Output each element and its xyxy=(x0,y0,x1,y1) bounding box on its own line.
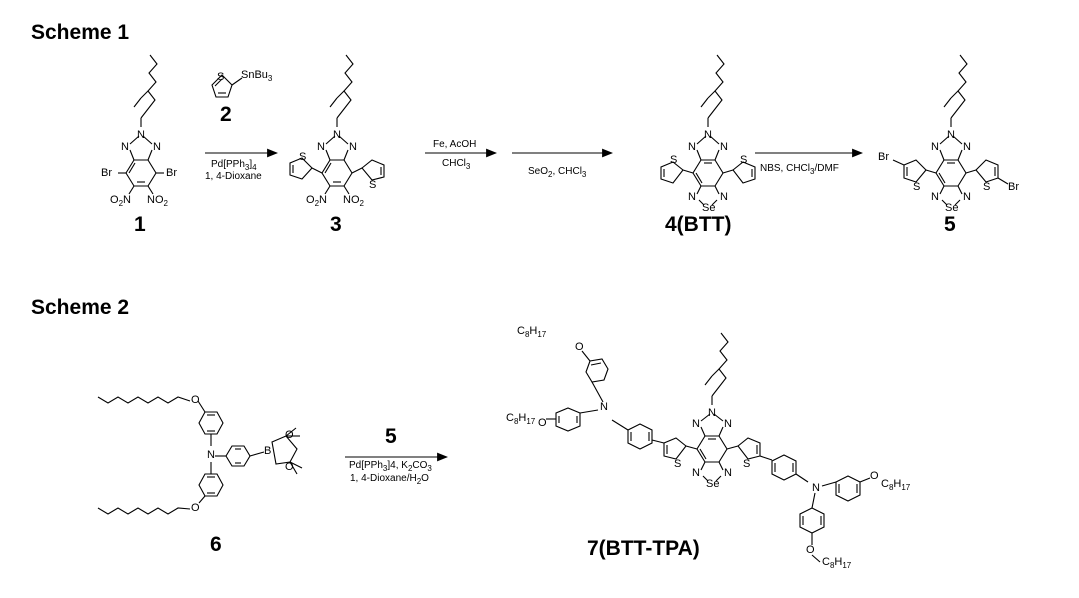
atom-O: O xyxy=(285,429,294,441)
atom-N: N xyxy=(704,129,712,141)
atom-O: O xyxy=(806,544,815,556)
compound-label-5: 5 xyxy=(944,213,956,236)
atom-O2N: O2N xyxy=(306,194,327,209)
compound-6-structure xyxy=(97,396,303,515)
atom-S: S xyxy=(674,458,682,470)
atom-Br: Br xyxy=(166,167,177,179)
atom-Br: Br xyxy=(878,151,889,163)
atom-O: O xyxy=(285,461,294,473)
atom-N: N xyxy=(333,129,341,141)
atom-N: N xyxy=(720,191,728,203)
atom-N: N xyxy=(720,141,728,153)
atom-N: N xyxy=(688,141,696,153)
compound-4-structure xyxy=(660,54,756,206)
atom-N: N xyxy=(207,449,215,461)
atom-N: N xyxy=(137,129,145,141)
atom-O2N: O2N xyxy=(110,194,131,209)
step3-reagents: SeO2, CHCl3 xyxy=(528,166,587,179)
step2-reagents: Fe, AcOH xyxy=(433,139,477,150)
step1-catalyst: Pd[PPh3]4 xyxy=(211,159,257,172)
compound-label-1: 1 xyxy=(134,213,146,236)
scheme-1-title: Scheme 1 xyxy=(31,21,130,44)
compound-7-structure xyxy=(546,332,871,563)
atom-N: N xyxy=(724,467,732,479)
atom-B: B xyxy=(264,445,272,457)
atom-S: S xyxy=(743,458,751,470)
atom-S: S xyxy=(369,179,377,191)
atom-O: O xyxy=(191,502,200,514)
atom-N: N xyxy=(947,129,955,141)
compound-5-structure xyxy=(892,54,1009,206)
atom-Br: Br xyxy=(1008,181,1019,193)
atom-O: O xyxy=(191,394,200,406)
step1-solvent: 1, 4-Dioxane xyxy=(205,171,262,182)
atom-NO2: NO2 xyxy=(343,194,364,209)
atom-N: N xyxy=(317,141,325,153)
atom-Se: Se xyxy=(702,202,716,214)
scheme2-catalyst-base: Pd[PPh3]4, K2CO3 xyxy=(349,460,432,473)
atom-N: N xyxy=(692,467,700,479)
step4-reagents: NBS, CHCl3/DMF xyxy=(760,163,839,176)
atom-S: S xyxy=(670,154,678,166)
atom-O: O xyxy=(870,470,879,482)
atom-N: N xyxy=(349,141,357,153)
compound-label-3: 3 xyxy=(330,213,342,236)
atom-Br: Br xyxy=(101,167,112,179)
atom-S: S xyxy=(740,154,748,166)
atom-N: N xyxy=(963,141,971,153)
atom-N: N xyxy=(931,191,939,203)
atom-S: S xyxy=(983,181,991,193)
atom-N: N xyxy=(963,191,971,203)
atom-N: N xyxy=(724,418,732,430)
step2-solvent: CHCl3 xyxy=(442,158,471,171)
atom-N: N xyxy=(153,141,161,153)
atom-S: S xyxy=(913,181,921,193)
atom-O: O xyxy=(538,417,547,429)
atom-N: N xyxy=(600,401,608,413)
reagent-2-structure xyxy=(211,74,243,98)
reagent-label-5: 5 xyxy=(385,425,397,448)
compound-label-4: 4(BTT) xyxy=(665,213,732,236)
compound-label-2: 2 xyxy=(220,103,232,126)
atom-S: S xyxy=(217,71,225,83)
atom-SnBu3: SnBu3 xyxy=(241,69,273,84)
atom-O: O xyxy=(575,341,584,353)
atom-C8H17: C8H17 xyxy=(822,556,852,571)
atom-C8H17: C8H17 xyxy=(517,325,547,340)
atom-Se: Se xyxy=(706,478,720,490)
scheme-2-title: Scheme 2 xyxy=(31,296,130,319)
atom-Se: Se xyxy=(945,202,959,214)
atom-N: N xyxy=(121,141,129,153)
atom-C8H17: C8H17 xyxy=(881,478,911,493)
atom-N: N xyxy=(708,407,716,419)
atom-C8H17: C8H17 xyxy=(506,412,536,427)
compound-1-structure xyxy=(118,54,164,195)
atom-N: N xyxy=(692,418,700,430)
compound-label-6: 6 xyxy=(210,533,222,556)
atom-S: S xyxy=(299,151,307,163)
atom-N: N xyxy=(688,191,696,203)
atom-N: N xyxy=(931,141,939,153)
atom-N: N xyxy=(812,482,820,494)
compound-3-structure xyxy=(289,54,385,195)
compound-label-7: 7(BTT-TPA) xyxy=(587,537,700,560)
scheme2-solvent: 1, 4-Dioxane/H2O xyxy=(350,473,429,486)
atom-NO2: NO2 xyxy=(147,194,168,209)
